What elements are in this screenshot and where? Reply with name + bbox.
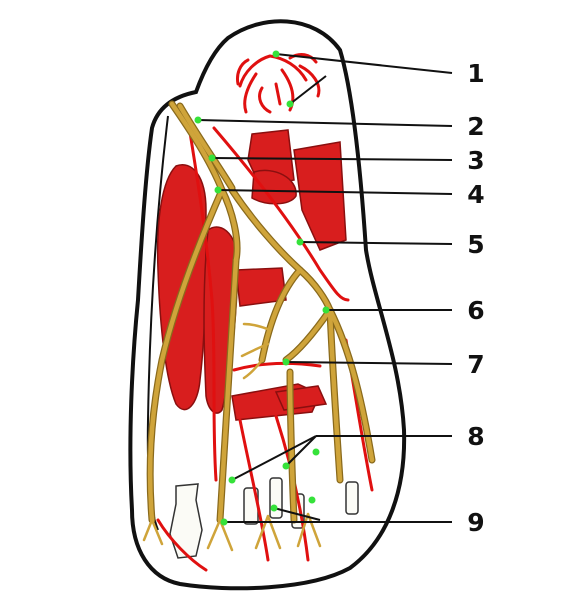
pointer-dot-2 [195,117,202,124]
pointer-dot-4 [215,187,222,194]
pointer-dot-9b [271,505,278,512]
label-5: 5 [462,232,490,257]
label-2: 2 [462,114,490,139]
pointer-dot-1a [273,51,280,58]
label-3: 3 [462,148,490,173]
pointer-dot-9c [309,497,316,504]
label-9: 9 [462,510,490,535]
pointer-dot-3 [209,155,216,162]
label-4: 4 [462,182,490,207]
pointer-dot-7 [283,359,290,366]
pointer-dot-5 [297,239,304,246]
label-8: 8 [462,424,490,449]
pointer-dot-8a [313,449,320,456]
toe-bone-5 [346,482,358,514]
pointer-dot-6 [323,307,330,314]
label-1: 1 [462,61,490,86]
pointer-dot-8c [283,463,290,470]
toe-bone-3 [270,478,282,518]
pointer-dot-1b [287,101,294,108]
pointer-dot-8b [229,477,236,484]
label-6: 6 [462,298,490,323]
label-7: 7 [462,352,490,377]
pointer-dot-9a [221,519,228,526]
